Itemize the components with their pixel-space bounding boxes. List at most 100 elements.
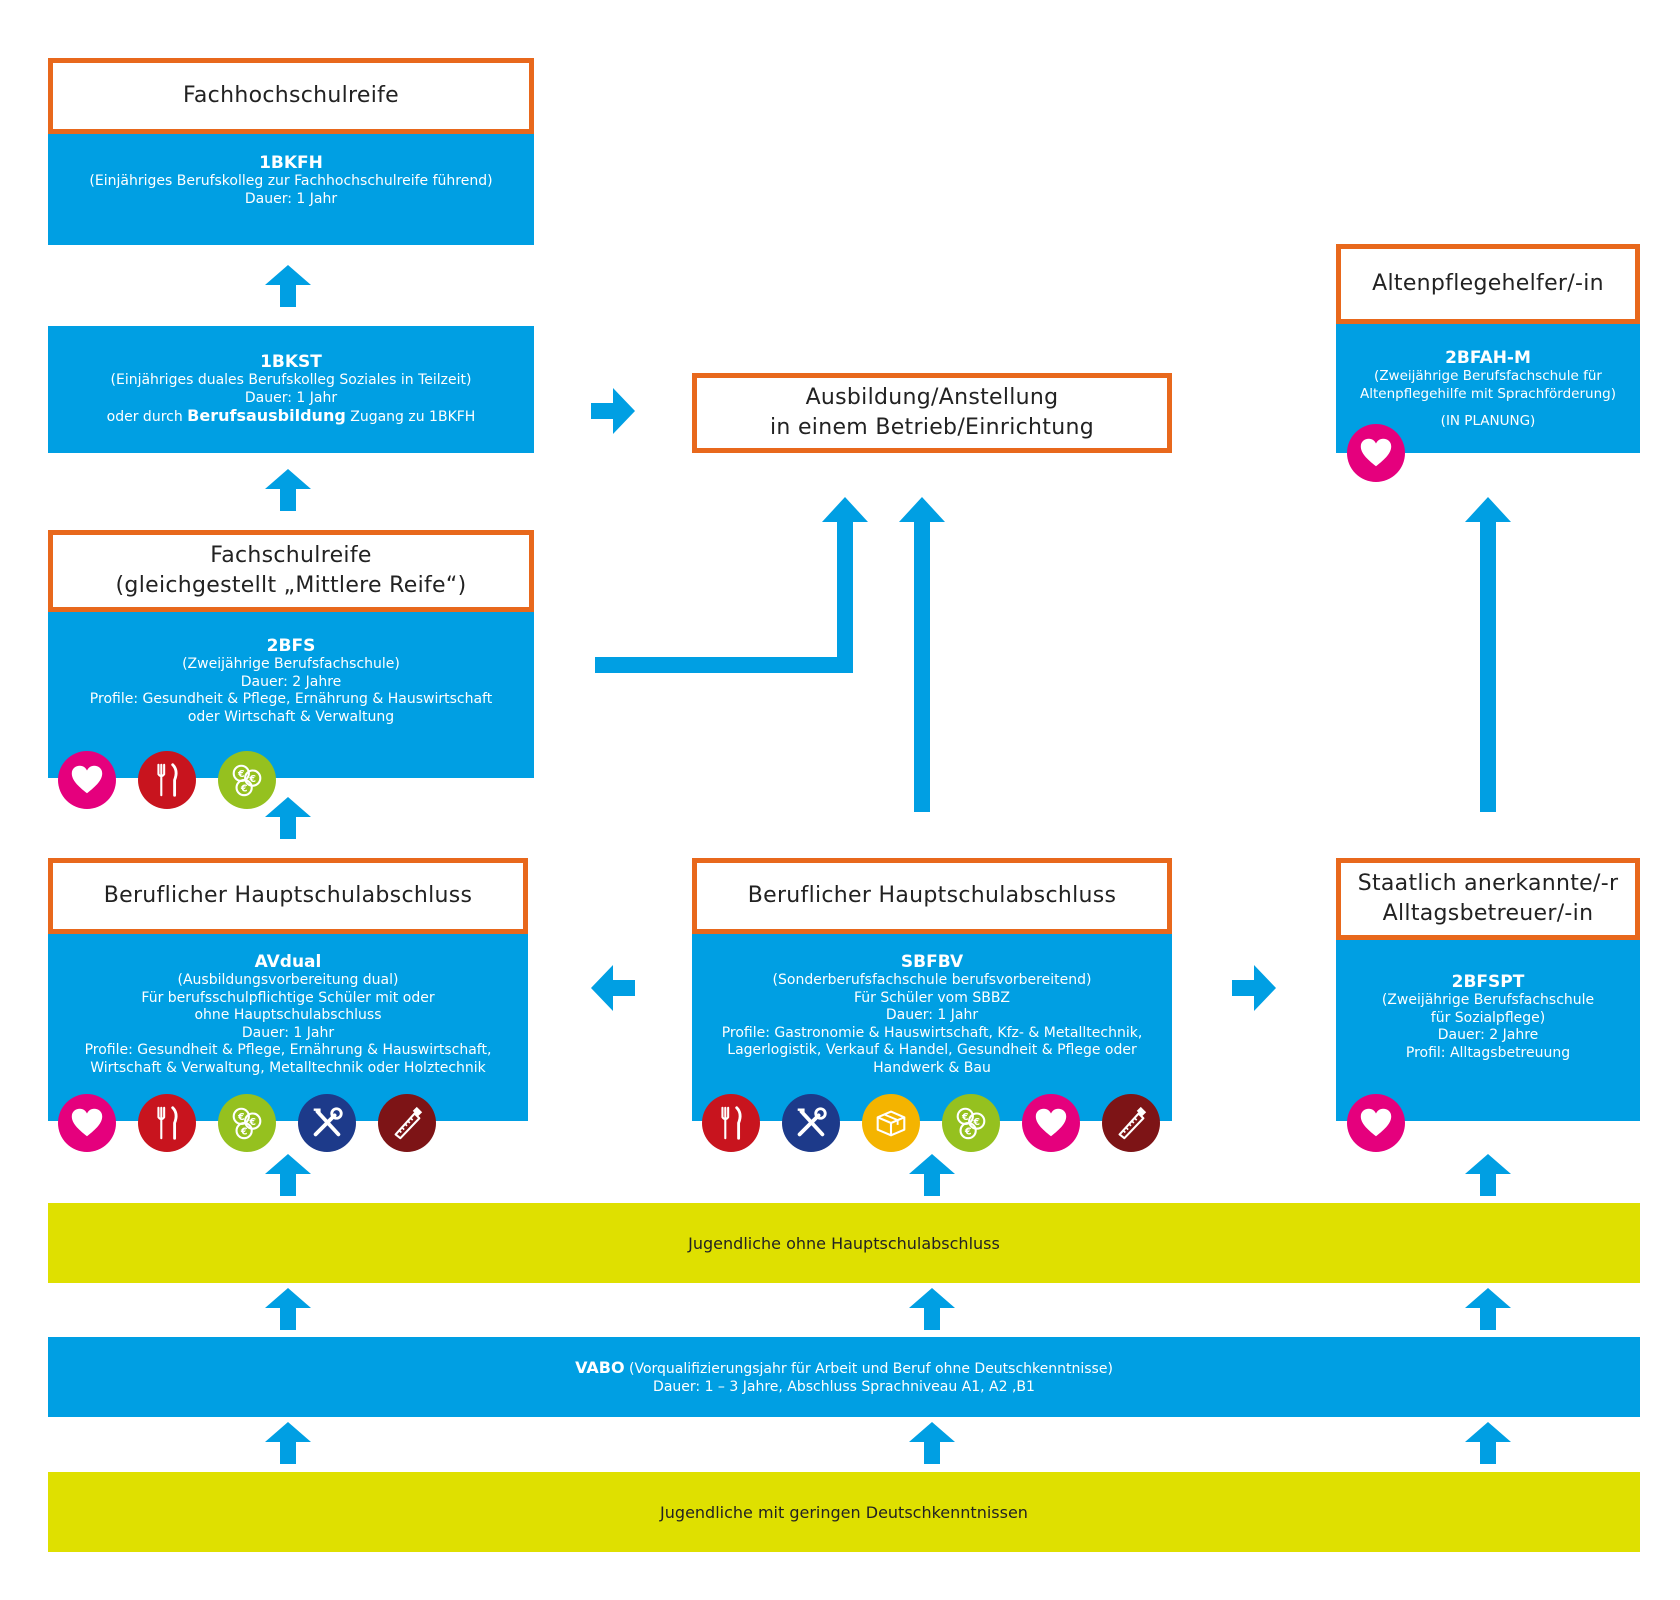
code-2bfspt: 2BFSPT bbox=[1451, 972, 1525, 992]
arrow-up-icon bbox=[1465, 1154, 1511, 1196]
arrow-right-icon bbox=[1232, 965, 1276, 1011]
desc-2bfspt-1: (Zweijährige Berufsfachschule bbox=[1381, 992, 1595, 1008]
code-2bfah-m: 2BFAH-M bbox=[1445, 348, 1531, 368]
box-sbfbv: SBFBV (Sonderberufsfachschule berufsvorb… bbox=[692, 930, 1172, 1121]
arrow-up-icon bbox=[265, 797, 311, 839]
saw-icon bbox=[378, 1094, 436, 1152]
profile-2bfs-2: oder Wirtschaft & Verwaltung bbox=[187, 708, 395, 725]
box-icon bbox=[862, 1094, 920, 1152]
desc-2bfah-m-2: Altenpflegehilfe mit Sprachförderung) bbox=[1360, 385, 1616, 402]
arrow-right-icon bbox=[591, 388, 635, 434]
code-1bkfh: 1BKFH bbox=[259, 153, 323, 173]
bar-ohne-hauptschulabschluss: Jugendliche ohne Hauptschulabschluss bbox=[48, 1203, 1640, 1283]
profile-sbfbv-1: Profile: Gastronomie & Hauswirtschaft, K… bbox=[721, 1024, 1143, 1041]
code-1bkst: 1BKST bbox=[260, 352, 322, 372]
title-fachhochschulreife-text: Fachhochschulreife bbox=[182, 83, 400, 108]
profile-2bfspt: Profil: Alltagsbetreuung bbox=[1405, 1044, 1571, 1061]
arrow-up-icon bbox=[265, 469, 311, 511]
desc-sbfbv-2: Für Schüler vom SBBZ bbox=[853, 989, 1011, 1006]
arrow-up-icon bbox=[265, 1288, 311, 1330]
title-fachschulreife-line2: (gleichgestellt „Mittlere Reife“) bbox=[115, 573, 467, 598]
heart-icon bbox=[58, 751, 116, 809]
arrow-up-long-icon bbox=[899, 497, 945, 812]
desc-1bkfh: (Einjähriges Berufskolleg zur Fachhochsc… bbox=[89, 173, 493, 189]
bar-geringe-deutschkenntnisse: Jugendliche mit geringen Deutschkenntnis… bbox=[48, 1472, 1640, 1552]
desc-sbfbv-1: (Sonderberufsfachschule berufsvorbereite… bbox=[772, 972, 1092, 988]
desc-2bfah-m-1: (Zweijährige Berufsfachschule für bbox=[1374, 368, 1602, 384]
title-ausbildung: Ausbildung/Anstellung in einem Betrieb/E… bbox=[692, 373, 1172, 453]
tools-icon bbox=[298, 1094, 356, 1152]
title-alltag-line2: Alltagsbetreuer/-in bbox=[1382, 901, 1594, 926]
desc-2bfs: (Zweijährige Berufsfachschule) bbox=[182, 656, 400, 672]
access-1bkst: oder durch Berufsausbildung Zugang zu 1B… bbox=[48, 407, 534, 427]
title-fachhochschulreife: Fachhochschulreife bbox=[48, 58, 534, 134]
box-1bkst: 1BKST (Einjähriges duales Berufskolleg S… bbox=[48, 326, 534, 453]
box-avdual: AVdual (Ausbildungsvorbereitung dual) Fü… bbox=[48, 930, 528, 1121]
arrow-up-icon bbox=[909, 1154, 955, 1196]
code-avdual: AVdual bbox=[254, 952, 322, 972]
code-sbfbv: SBFBV bbox=[900, 952, 964, 972]
vabo-desc: (Vorqualifizierungsjahr für Arbeit und B… bbox=[624, 1360, 1113, 1377]
title-avdual: Beruflicher Hauptschulabschluss bbox=[48, 858, 528, 934]
title-fachschulreife: Fachschulreife (gleichgestellt „Mittlere… bbox=[48, 530, 534, 612]
coins-icon bbox=[218, 1094, 276, 1152]
profile-avdual-2: Wirtschaft & Verwaltung, Metalltechnik o… bbox=[90, 1059, 486, 1076]
duration-1bkst: Dauer: 1 Jahr bbox=[244, 389, 338, 406]
arrow-up-icon bbox=[265, 1422, 311, 1464]
access-suffix: Zugang zu 1BKFH bbox=[345, 409, 476, 425]
box-2bfah-m: 2BFAH-M (Zweijährige Berufsfachschule fü… bbox=[1336, 322, 1640, 453]
title-alltagsbetreuer: Staatlich anerkannte/-r Alltagsbetreuer/… bbox=[1336, 858, 1640, 940]
saw-icon bbox=[1102, 1094, 1160, 1152]
duration-sbfbv: Dauer: 1 Jahr bbox=[885, 1007, 979, 1023]
code-2bfs: 2BFS bbox=[266, 636, 316, 656]
title-alltag-line1: Staatlich anerkannte/-r bbox=[1357, 871, 1619, 896]
duration-2bfs: Dauer: 2 Jahre bbox=[240, 673, 342, 690]
access-prefix: oder durch bbox=[106, 409, 188, 425]
ausbildung-line2: in einem Betrieb/Einrichtung bbox=[770, 415, 1094, 440]
duration-1bkfh: Dauer: 1 Jahr bbox=[244, 190, 338, 207]
heart-icon bbox=[58, 1094, 116, 1152]
arrow-left-icon bbox=[591, 965, 635, 1011]
bar-geringe-deutschkenntnisse-text: Jugendliche mit geringen Deutschkenntnis… bbox=[660, 1502, 1028, 1522]
coins-icon bbox=[942, 1094, 1000, 1152]
profile-sbfbv-2: Lagerlogistik, Verkauf & Handel, Gesundh… bbox=[727, 1042, 1137, 1058]
box-2bfs: 2BFS (Zweijährige Berufsfachschule) Daue… bbox=[48, 610, 534, 778]
fork-knife-icon bbox=[138, 751, 196, 809]
fork-knife-icon bbox=[702, 1094, 760, 1152]
vabo-line1: VABO (Vorqualifizierungsjahr für Arbeit … bbox=[575, 1358, 1113, 1378]
heart-icon bbox=[1022, 1094, 1080, 1152]
arrow-up-icon bbox=[1465, 1422, 1511, 1464]
vabo-line2: Dauer: 1 – 3 Jahre, Abschluss Sprachnive… bbox=[653, 1378, 1035, 1395]
desc-2bfspt-2: für Sozialpflege) bbox=[1430, 1009, 1546, 1026]
box-1bkfh: 1BKFH (Einjähriges Berufskolleg zur Fach… bbox=[48, 131, 534, 245]
profile-avdual-1: Profile: Gesundheit & Pflege, Ernährung … bbox=[84, 1042, 492, 1058]
arrow-up-long-icon bbox=[1465, 497, 1511, 812]
title-altenpflegehelfer-text: Altenpflegehelfer/-in bbox=[1372, 271, 1604, 296]
ausbildung-line1: Ausbildung/Anstellung bbox=[805, 385, 1059, 410]
coins-icon bbox=[218, 751, 276, 809]
desc-avdual-1: (Ausbildungsvorbereitung dual) bbox=[177, 972, 399, 988]
arrow-up-icon bbox=[909, 1422, 955, 1464]
profile-2bfs-1: Profile: Gesundheit & Pflege, Ernährung … bbox=[89, 691, 493, 707]
desc-avdual-3: ohne Hauptschulabschluss bbox=[194, 1007, 382, 1023]
arrow-up-icon bbox=[265, 1154, 311, 1196]
desc-avdual-2: Für berufsschulpflichtige Schüler mit od… bbox=[141, 989, 435, 1006]
desc-1bkst: (Einjähriges duales Berufskolleg Soziale… bbox=[110, 372, 472, 388]
duration-2bfspt: Dauer: 2 Jahre bbox=[1437, 1027, 1539, 1043]
profile-sbfbv-3: Handwerk & Bau bbox=[873, 1059, 991, 1076]
arrow-up-icon bbox=[909, 1288, 955, 1330]
arrow-elbow-icon bbox=[595, 497, 868, 673]
title-sbfbv: Beruflicher Hauptschulabschluss bbox=[692, 858, 1172, 934]
bar-ohne-hauptschulabschluss-text: Jugendliche ohne Hauptschulabschluss bbox=[688, 1233, 1000, 1253]
arrow-up-icon bbox=[265, 265, 311, 307]
heart-icon bbox=[1347, 1094, 1405, 1152]
fork-knife-icon bbox=[138, 1094, 196, 1152]
note-in-planung: (IN PLANUNG) bbox=[1440, 413, 1536, 429]
title-avdual-text: Beruflicher Hauptschulabschluss bbox=[103, 883, 473, 908]
bar-vabo: VABO (Vorqualifizierungsjahr für Arbeit … bbox=[48, 1337, 1640, 1417]
title-sbfbv-text: Beruflicher Hauptschulabschluss bbox=[747, 883, 1117, 908]
arrow-up-icon bbox=[1465, 1288, 1511, 1330]
box-2bfspt: 2BFSPT (Zweijährige Berufsfachschule für… bbox=[1336, 938, 1640, 1121]
heart-icon bbox=[1347, 424, 1405, 482]
